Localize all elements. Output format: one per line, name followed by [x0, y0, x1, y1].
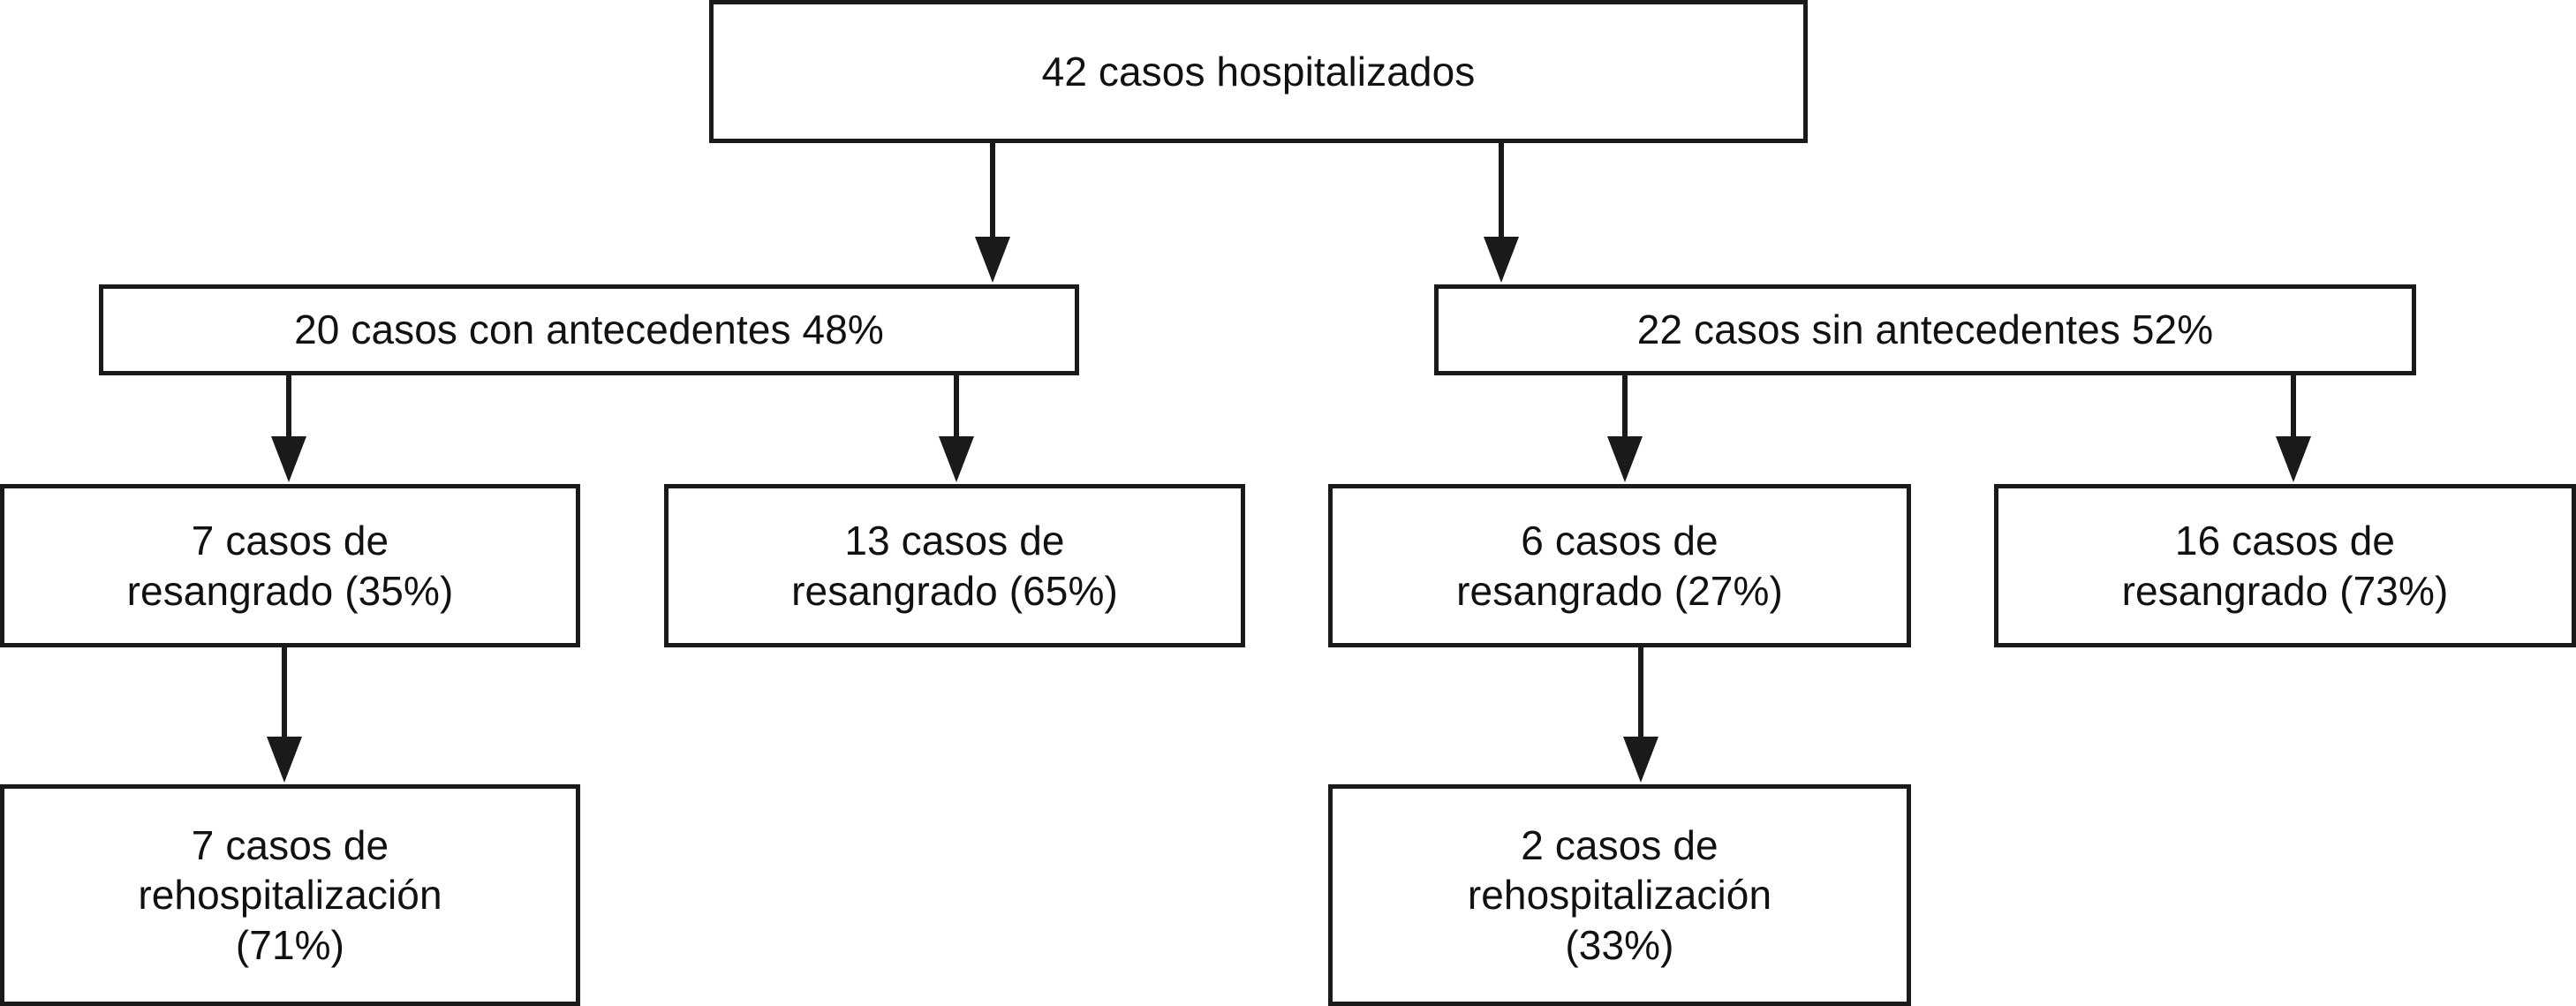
node-label-con-antecedentes: 20 casos con antecedentes 48% — [294, 306, 884, 353]
edge-si-rehosp — [267, 647, 302, 783]
node-label-sin-antecedentes: 22 casos sin antecedentes 52% — [1636, 306, 2214, 353]
node-rehosp-sin: 2 casos de rehospitalización (33%) — [1328, 784, 1911, 1006]
node-label-resangrado-sin-no: 16 casos de resangrado (73%) — [2121, 518, 2449, 614]
node-resangrado-sin-si: 6 casos de resangrado (27%) — [1328, 484, 1911, 647]
node-label-resangrado-con-si: 7 casos de resangrado (35%) — [126, 518, 454, 614]
node-sin-antecedentes: 22 casos sin antecedentes 52% — [1434, 284, 2416, 375]
edge-sin-si — [1607, 375, 1643, 482]
edge-root-sin — [1484, 143, 1519, 283]
node-label-resangrado-con-no: 13 casos de resangrado (65%) — [791, 518, 1118, 614]
edge-con-si — [271, 375, 306, 482]
node-rehosp-con: 7 casos de rehospitalización (71%) — [0, 784, 580, 1006]
edge-con-no — [939, 375, 974, 482]
node-resangrado-sin-no: 16 casos de resangrado (73%) — [1994, 484, 2576, 647]
node-con-antecedentes: 20 casos con antecedentes 48% — [99, 284, 1079, 375]
node-resangrado-con-si: 7 casos de resangrado (35%) — [0, 484, 580, 647]
node-label-resangrado-sin-si: 6 casos de resangrado (27%) — [1456, 518, 1783, 614]
node-resangrado-con-no: 13 casos de resangrado (65%) — [664, 484, 1245, 647]
edge-sin-rehosp — [1623, 647, 1658, 783]
node-label-rehosp-sin: 2 casos de rehospitalización (33%) — [1467, 822, 1772, 968]
node-root: 42 casos hospitalizados — [709, 0, 1808, 143]
edge-root-con — [975, 143, 1010, 283]
node-label-root: 42 casos hospitalizados — [1041, 48, 1476, 95]
node-label-rehosp-con: 7 casos de rehospitalización (71%) — [138, 822, 442, 968]
edge-sin-no — [2276, 375, 2311, 482]
